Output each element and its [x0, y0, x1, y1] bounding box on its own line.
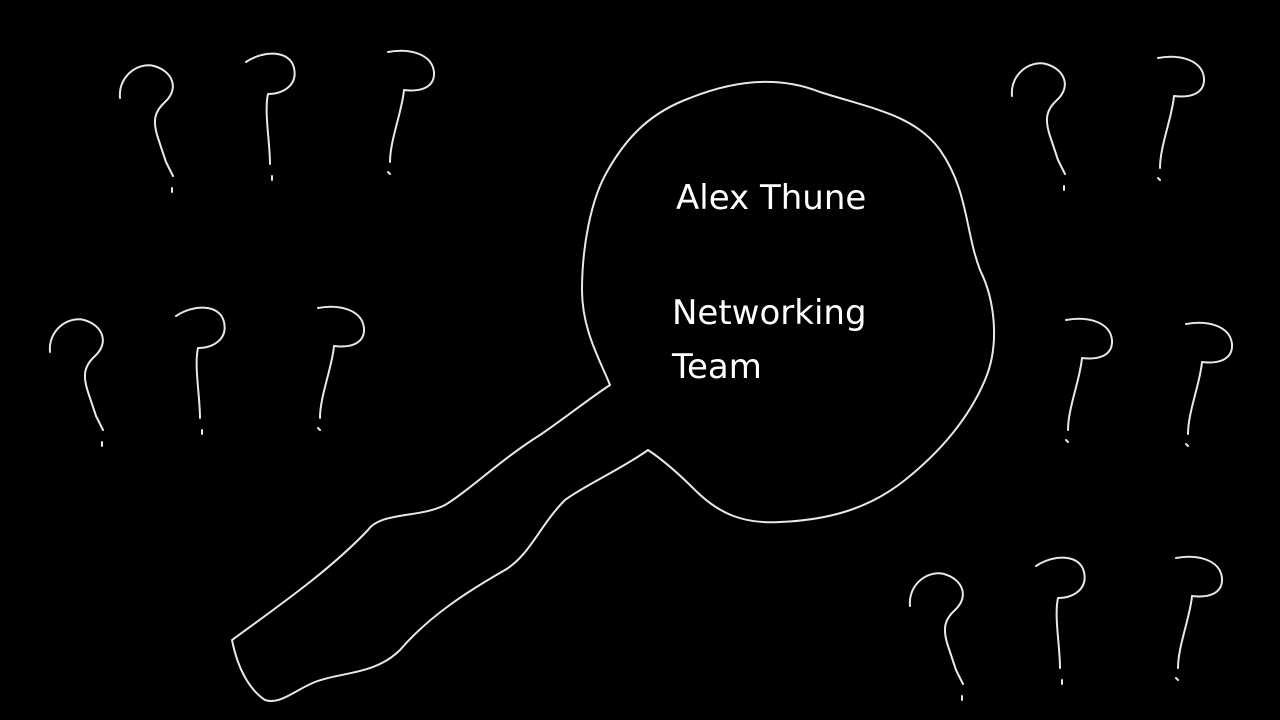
team-name: Networking Team — [672, 293, 867, 387]
question-mark-icon — [1157, 55, 1206, 181]
question-mark-icon — [908, 572, 964, 701]
question-mark-icon — [1065, 317, 1114, 443]
question-mark-icon — [1035, 556, 1086, 685]
question-mark-icon — [48, 318, 104, 447]
question-mark-icon — [1185, 321, 1234, 447]
person-name: Alex Thune — [676, 178, 867, 218]
question-mark-icon — [118, 64, 174, 193]
magnifying-glass-icon — [231, 80, 995, 702]
question-mark-icon — [387, 49, 436, 175]
question-mark-icon — [175, 306, 226, 435]
question-mark-icon — [1175, 555, 1224, 681]
question-mark-icon — [317, 305, 366, 431]
question-mark-icon — [245, 52, 296, 182]
question-mark-icon — [1010, 62, 1066, 191]
